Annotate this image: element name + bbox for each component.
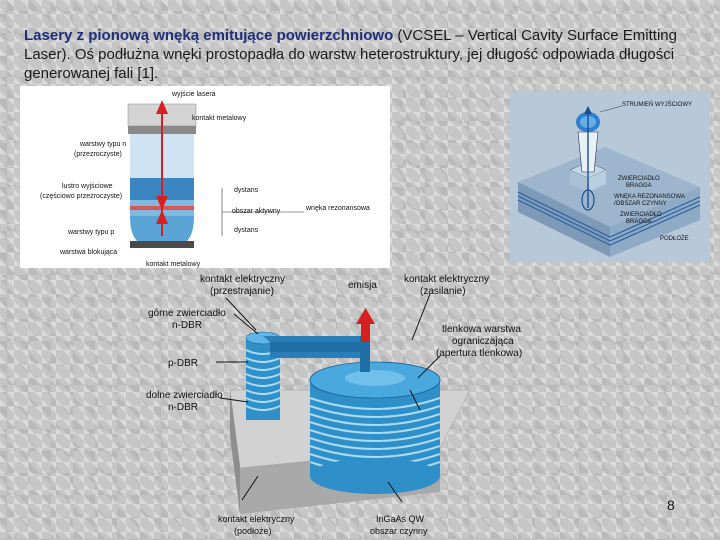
slide-text: Lasery z pionową wnęką emitujące powierz… [24,26,716,83]
vcsel-device-diagram: kontakt elektryczny (przestrajanie) emis… [130,270,550,540]
page-number: 8 [667,497,675,513]
label-top-mirror-2: n-DBR [172,320,202,331]
label-active-region: obszar aktywny [232,208,281,215]
label-top-contact: kontakt metalowy [192,115,247,122]
vcsel-3d-schematic: STRUMIEŃ WYJŚCIOWY ZWIERCIADŁO BRAGGA WN… [510,92,710,262]
label-spacer-bottom: dystans [234,227,259,234]
label-p-dbr: p-DBR [168,358,198,369]
vcsel-cross-section: wyjście lasera kontakt metalowy warstwy … [20,86,390,268]
label-bottom-mirror-2: n-DBR [168,402,198,413]
label-oxide-2: ograniczająca [452,336,514,347]
label-3d-substrate: PODŁOŻE [660,235,689,242]
label-bottom-mirror-1: dolne zwierciadło [146,390,223,401]
label-contact-sub-1: kontakt elektryczny [218,514,295,524]
label-oxide-1: tlenkowa warstwa [442,324,521,335]
label-output: wyjście lasera [171,91,216,98]
label-output-mirror-1: lustro wyjściowe [62,183,113,190]
label-3d-cavity-2: /OBSZAR CZYNNY [614,201,667,207]
label-contact-sub-2: (podłoże) [234,526,272,536]
label-3d-top-mirror-1: ZWIERCIADŁO [618,176,660,182]
label-top-mirror-1: górne zwierciadło [148,308,226,319]
label-resonant-cavity: wnęka rezonansowa [305,205,370,212]
label-3d-output-beam: STRUMIEŃ WYJŚCIOWY [622,100,692,108]
label-3d-bottom-mirror-2: BRAGGA [626,219,652,225]
label-p-layers: warstwy typu p [67,229,114,236]
label-3d-top-mirror-2: BRAGGA [626,183,652,189]
label-active-1: InGaAs QW [376,514,425,524]
label-bottom-contact: kontakt metalowy [146,261,201,268]
label-contact-mod-1: kontakt elektryczny [200,274,285,285]
label-active-2: obszar czynny [370,526,428,536]
label-contact-mod-2: (przestrajanie) [210,286,274,297]
label-n-layers-1: warstwy typu n [79,141,126,148]
label-oxide-3: (apertura tlenkowa) [436,348,522,359]
slide-title: Lasery z pionową wnęką emitujące powierz… [24,27,393,44]
label-spacer-top: dystans [234,187,259,194]
label-emission: emisja [348,280,377,291]
label-blocking-layer: warstwa blokująca [59,249,117,256]
label-n-layers-2: (przezroczyste) [74,151,122,158]
label-3d-cavity-1: WNĘKA REZONANSOWA [614,194,685,200]
label-output-mirror-2: (częściowo przezroczyste) [40,193,122,200]
label-3d-bottom-mirror-1: ZWIERCIADŁO [620,212,662,218]
label-contact-pwr-2: (zasilanie) [420,286,466,297]
label-contact-pwr-1: kontakt elektryczny [404,274,489,285]
